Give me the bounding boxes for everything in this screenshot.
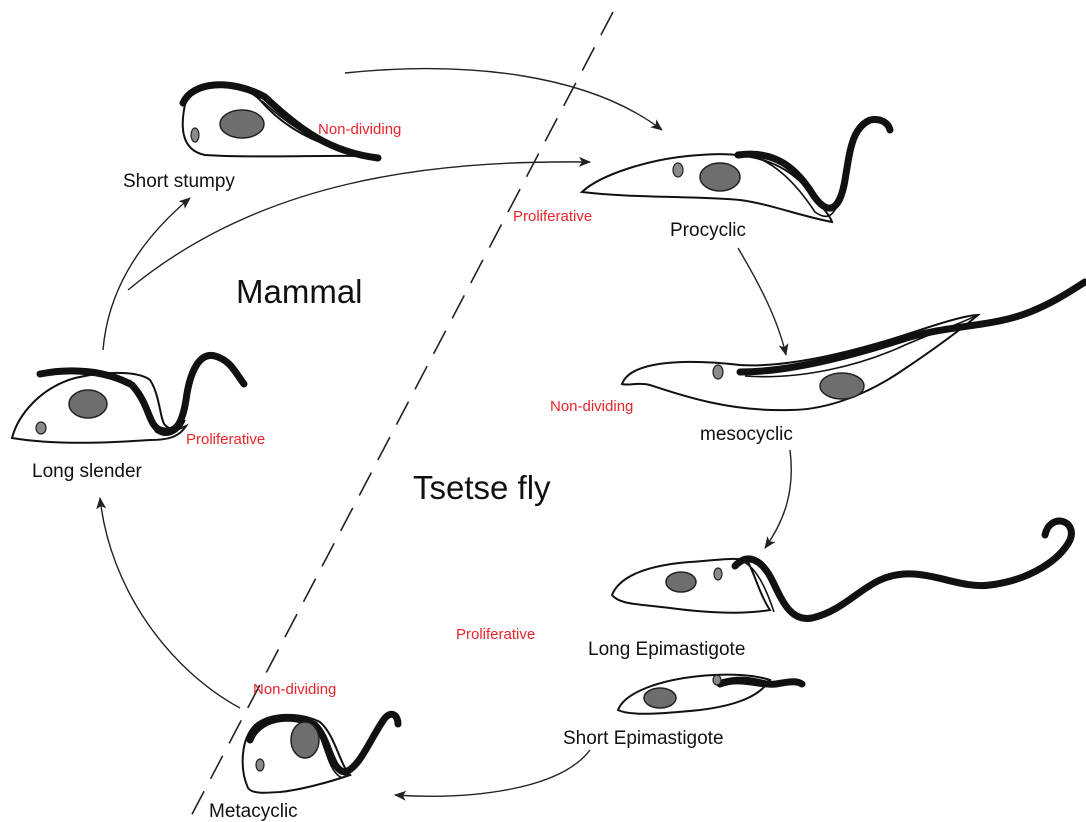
- mammal-host-label: Mammal: [236, 273, 363, 310]
- arrow-epimastigote-to-metacyclic: [395, 750, 590, 796]
- procyclic-cell: [582, 119, 890, 222]
- long-slender-cell: [12, 355, 244, 442]
- short-epimastigote-cell: [618, 675, 802, 714]
- metacyclic-cell: [243, 714, 398, 793]
- arrow-metacyclic-to-slender: [100, 498, 240, 708]
- tsetse-host-label: Tsetse fly: [413, 469, 551, 506]
- mesocyclic-cell: [622, 282, 1085, 410]
- short-stumpy-label: Short stumpy: [123, 171, 235, 192]
- arrow-procyclic-to-mesocyclic: [738, 248, 786, 355]
- mesocyclic-state-label: Non-dividing: [550, 398, 633, 415]
- metacyclic-label: Metacyclic: [209, 801, 298, 822]
- mesocyclic-label: mesocyclic: [700, 424, 793, 445]
- long-slender-label: Long slender: [32, 461, 143, 482]
- long-slender-state-label: Proliferative: [186, 431, 265, 448]
- metacyclic-state-label: Non-dividing: [253, 681, 336, 698]
- short-epimastigote-label: Short Epimastigote: [563, 728, 724, 749]
- long-epimastigote-state-label: Proliferative: [456, 626, 535, 643]
- arrow-mesocyclic-to-epimastigote: [765, 450, 791, 548]
- procyclic-state-label: Proliferative: [513, 208, 592, 225]
- procyclic-label: Procyclic: [670, 220, 746, 241]
- long-epimastigote-cell: [612, 521, 1071, 618]
- short-stumpy-state-label: Non-dividing: [318, 121, 401, 138]
- arrow-slender-to-stumpy: [103, 198, 190, 350]
- long-epimastigote-label: Long Epimastigote: [588, 639, 745, 660]
